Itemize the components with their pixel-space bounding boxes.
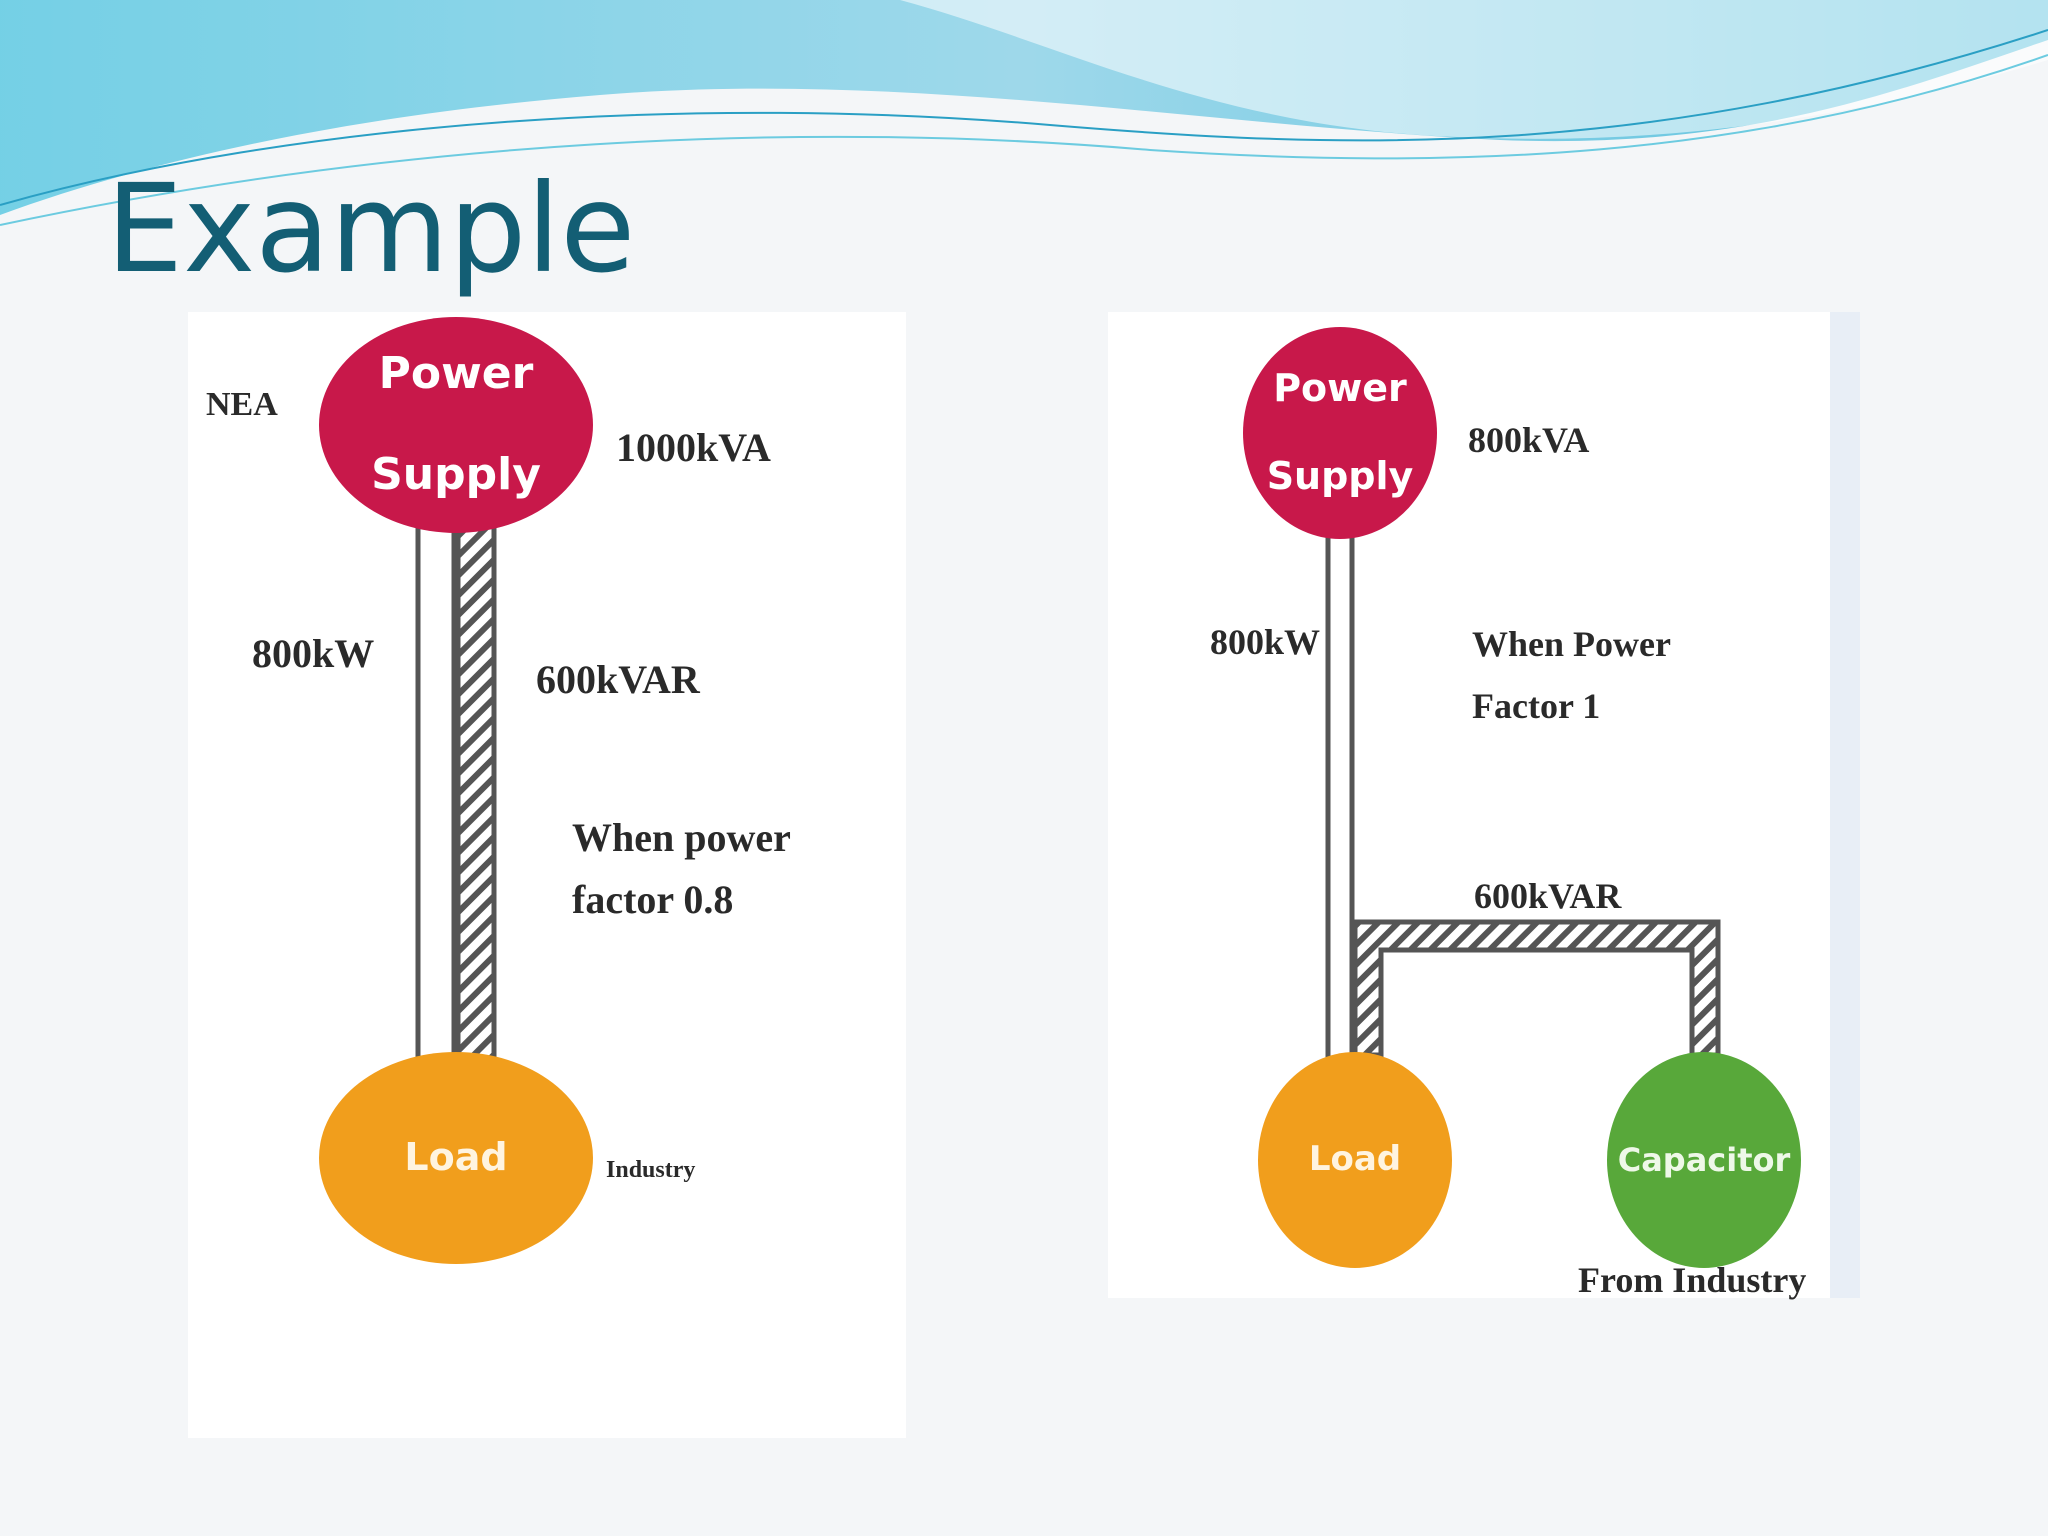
right-load-label: Load [1308,1139,1402,1180]
right-apparent-power-label: 800kVA [1468,420,1590,460]
right-capacitor-description: From Industry [1578,1260,1807,1300]
right-real-power-line [1325,517,1355,1063]
right-power-supply-node [1243,327,1437,539]
right-capacitor-label: Capacitor [1617,1140,1791,1179]
left-note-line2: factor 0.8 [572,877,734,922]
left-power-supply-node [319,317,593,533]
right-real-power-label: 800kW [1210,622,1321,662]
right-panel-edge [1830,312,1860,1298]
slide-title: Example [106,158,636,300]
right-reactive-power-label: 600kVAR [1474,876,1622,916]
left-note-line1: When power [572,815,791,860]
left-reactive-power-label: 600kVAR [536,657,700,702]
right-capacitor-node [1607,1052,1801,1268]
header-wave-decoration [0,0,2048,226]
left-real-power-line [415,497,457,1063]
left-apparent-power-label: 1000kVA [616,425,771,470]
right-note-line2: Factor 1 [1472,686,1601,726]
left-load-description: Industry [606,1157,696,1183]
left-real-power-label: 800kW [252,631,375,676]
left-load-label: Load [404,1135,508,1180]
left-source-label: NEA [206,386,278,423]
right-load-node [1258,1052,1452,1268]
left-load-node [319,1052,593,1264]
right-reactive-power-path [1352,919,1721,1058]
left-reactive-power-line [455,497,497,1063]
right-note-line1: When Power [1472,624,1671,664]
